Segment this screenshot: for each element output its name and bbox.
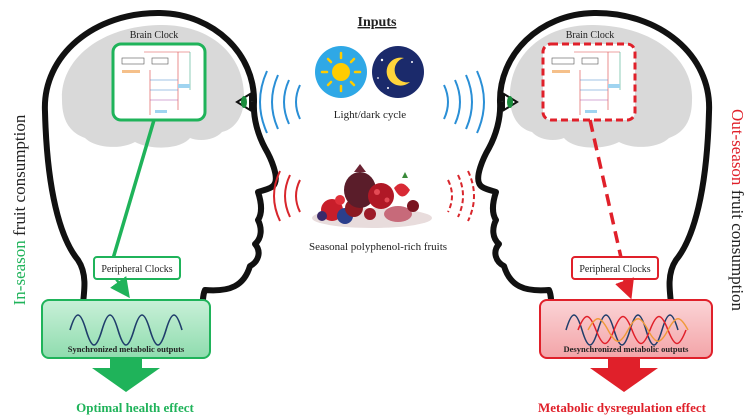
left-side-rest: fruit consumption xyxy=(10,114,29,240)
right-peripheral-label: Peripheral Clocks xyxy=(579,264,650,275)
left-eye-icon xyxy=(235,92,251,112)
fruits-label: Seasonal polyphenol-rich fruits xyxy=(309,241,447,253)
right-desync-wave-1 xyxy=(565,314,679,346)
left-side-highlight: In-season xyxy=(10,240,29,306)
left-side-label: In-season fruit consumption xyxy=(10,114,29,305)
sun-icon xyxy=(315,46,367,98)
left-brain-to-peripheral-arrow xyxy=(110,119,156,263)
inputs-title: Inputs xyxy=(358,15,397,30)
left-peripheral-to-output-arrow xyxy=(110,276,130,299)
right-fruit-waves xyxy=(447,170,475,222)
fruits-image xyxy=(312,164,432,228)
right-brain-to-peripheral-arrow xyxy=(588,119,624,263)
right-brain-clock-label: Brain Clock xyxy=(566,30,615,41)
light-dark-label: Light/dark cycle xyxy=(334,109,407,121)
right-eye-icon xyxy=(503,92,519,112)
left-sync-wave xyxy=(69,314,183,346)
left-brain-clock-box xyxy=(111,42,207,122)
right-peripheral-box xyxy=(571,256,659,280)
right-clock-network xyxy=(551,51,621,115)
moon-icon xyxy=(372,46,424,98)
right-light-waves xyxy=(443,70,485,134)
right-side-rest: fruit consumption xyxy=(728,185,747,311)
left-fruit-waves xyxy=(273,170,301,222)
left-effect-label: Optimal health effect xyxy=(76,400,194,415)
right-effect-arrow xyxy=(590,358,658,392)
left-brain-clock-label: Brain Clock xyxy=(130,30,179,41)
right-brain-clock-box xyxy=(541,42,637,122)
left-clock-network xyxy=(121,51,191,115)
right-side-highlight: Out-season xyxy=(728,109,747,186)
right-desync-wave-3 xyxy=(587,318,689,342)
right-effect-label: Metabolic dysregulation effect xyxy=(538,400,707,415)
left-peripheral-box xyxy=(93,256,181,280)
left-light-waves xyxy=(259,70,301,134)
left-output-label: Synchronized metabolic outputs xyxy=(68,344,185,354)
left-peripheral-label: Peripheral Clocks xyxy=(101,264,172,275)
right-side-label: Out-season fruit consumption xyxy=(728,109,747,312)
left-effect-arrow xyxy=(92,358,160,392)
right-output-label: Desynchronized metabolic outputs xyxy=(564,344,690,354)
right-peripheral-to-output-arrow xyxy=(615,277,634,300)
